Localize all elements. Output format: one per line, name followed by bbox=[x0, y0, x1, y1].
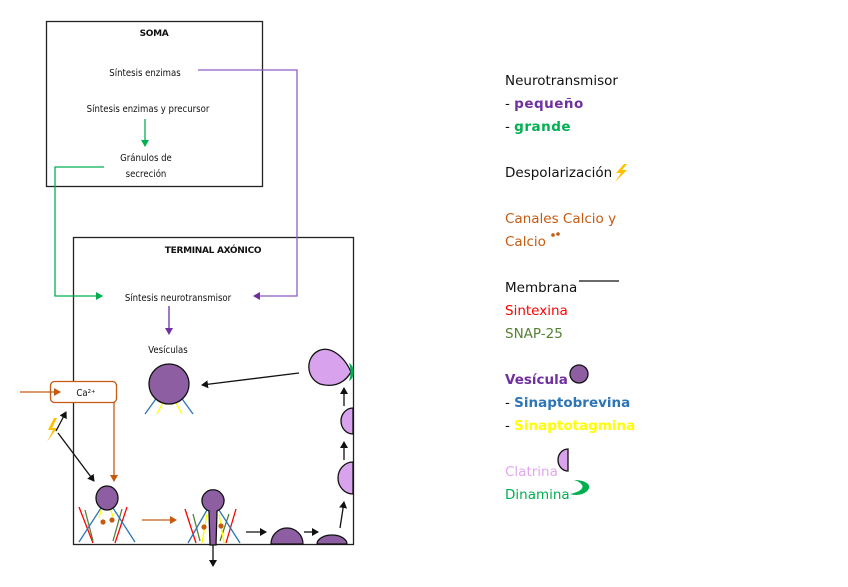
calcium-ion bbox=[201, 524, 207, 530]
snap25-strand bbox=[112, 508, 123, 542]
calcium-ion bbox=[109, 517, 115, 523]
vesicle-body bbox=[95, 485, 119, 511]
vesiculas-label: Vesículas bbox=[148, 345, 188, 356]
legend-item-sinaptobrevina: - Sinaptobrevina bbox=[505, 395, 631, 411]
legend-dinamina-label: Dinamina bbox=[505, 487, 570, 503]
vesicle-body bbox=[148, 363, 190, 405]
sinaptobrevina-strand bbox=[112, 507, 136, 543]
calcium-channel: Ca²⁺ bbox=[20, 380, 118, 482]
legend-calcio-line1: Canales Calcio y bbox=[505, 211, 617, 227]
sinaptobrevina-strand bbox=[187, 509, 208, 544]
sintexina-strand bbox=[225, 508, 237, 544]
legend-grande-label: grande bbox=[514, 119, 572, 135]
soma-title: SOMA bbox=[140, 29, 169, 39]
legend-item-pequeno: - pequeño bbox=[505, 96, 584, 112]
vesicle-body bbox=[201, 489, 225, 546]
sinaptobrevina-strand bbox=[218, 509, 241, 544]
legend-neurotransmisor-title: Neurotransmisor bbox=[505, 73, 618, 89]
dynamin-ring bbox=[349, 363, 354, 381]
legend-sintexina: Sintexina bbox=[505, 303, 568, 319]
legend-despolarizacion: Despolarización bbox=[505, 162, 635, 185]
docked-vesicle bbox=[78, 485, 136, 544]
clathrin-icon bbox=[557, 448, 569, 472]
snap25-strand bbox=[219, 513, 230, 542]
sinaptobrevina-strand bbox=[78, 507, 102, 543]
vesicle-icon bbox=[569, 364, 589, 384]
large-neurotransmitter-pathway bbox=[54, 166, 104, 300]
granulos-label-line2: secreción bbox=[126, 169, 167, 180]
sintesis-enzimas-precursor-label: Síntesis enzimas y precursor bbox=[87, 104, 210, 115]
legend-membrana: Membrana bbox=[505, 277, 635, 300]
legend-despolarizacion-label: Despolarización bbox=[505, 165, 613, 181]
legend-vesicula: Vesícula bbox=[505, 364, 635, 392]
legend-sinaptobrevina-label: Sinaptobrevina bbox=[514, 395, 631, 411]
granulos-label-line1: Gránulos de bbox=[120, 153, 172, 164]
dynamin-icon bbox=[569, 480, 589, 495]
depolarization-lightning-icon bbox=[47, 418, 57, 442]
legend-pequeno-label: pequeño bbox=[514, 96, 584, 112]
collapsed-vesicle bbox=[270, 527, 304, 545]
legend-dinamina: Dinamina bbox=[505, 480, 635, 507]
cytoplasm-vesicle bbox=[144, 363, 194, 415]
legend-item-sinaptotagmina: - Sinaptotagmina bbox=[505, 418, 636, 434]
sintexina-strand bbox=[184, 508, 197, 544]
sintesis-enzimas-label: Síntesis enzimas bbox=[109, 68, 181, 79]
retrieval-up-arrow bbox=[339, 501, 348, 529]
calcium-ion bbox=[218, 523, 224, 529]
fusing-vesicle bbox=[184, 489, 241, 546]
recycle-to-vesicle-arrow bbox=[201, 372, 300, 389]
legend-clatrina: Clatrina bbox=[505, 448, 635, 484]
legend-calcio-line2: Calcio bbox=[505, 231, 635, 254]
legend-sinaptotagmina-label: Sinaptotagmina bbox=[514, 418, 636, 434]
budding-vesicle bbox=[316, 534, 348, 545]
legend-item-grande: - grande bbox=[505, 119, 572, 135]
sintesis-neuro-label: Síntesis neurotransmisor bbox=[125, 293, 232, 304]
sintexina-strand bbox=[78, 506, 94, 544]
calcium-ion bbox=[100, 519, 106, 525]
lightning-icon bbox=[615, 164, 628, 182]
small-neurotransmitter-pathway bbox=[198, 69, 298, 300]
soma-box: SOMA Síntesis enzimas Síntesis enzimas y… bbox=[45, 20, 264, 188]
calcium-ions-icon bbox=[551, 232, 560, 237]
legend-vesicula-label: Vesícula bbox=[505, 372, 568, 388]
legend-clatrina-label: Clatrina bbox=[505, 464, 558, 480]
clathrin-vesicle bbox=[340, 407, 354, 435]
pinching-vesicle bbox=[308, 348, 352, 387]
lightning-to-calcium-arrow bbox=[55, 411, 67, 432]
calcium-label: Ca²⁺ bbox=[76, 388, 95, 399]
legend: Neurotransmisor - pequeño - grande Despo… bbox=[505, 70, 635, 507]
terminal-title: TERMINAL AXÓNICO bbox=[165, 244, 262, 256]
membrane-line-icon bbox=[579, 280, 620, 282]
legend-snap25: SNAP-25 bbox=[505, 326, 563, 342]
clathrin-coated-pit bbox=[337, 461, 354, 495]
lightning-to-vesicle-arrow bbox=[57, 432, 95, 482]
sintexina-strand bbox=[114, 506, 128, 544]
